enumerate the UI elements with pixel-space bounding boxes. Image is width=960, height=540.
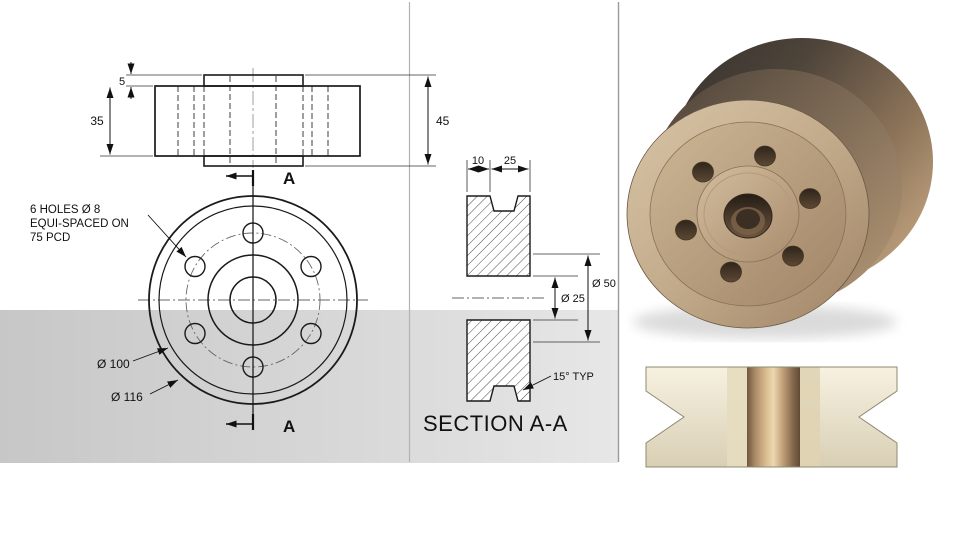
front-view: 5 35 45	[90, 62, 450, 168]
dim-d100-leader	[132, 347, 169, 362]
wheel-bore-depth	[736, 209, 760, 229]
wheel-bolt-holes	[675, 145, 821, 283]
cut-label-bottom: A	[283, 417, 295, 436]
front-body-outline	[154, 85, 361, 157]
bore-band	[747, 367, 800, 467]
dim-45: 45	[305, 74, 450, 167]
dim-35-label: 35	[90, 114, 104, 128]
cut-profile-outline	[645, 366, 898, 468]
dim-taper: 15° TYP	[522, 371, 594, 391]
holes-note-line1: 6 HOLES Ø 8	[30, 204, 100, 216]
dim-5-label: 5	[119, 76, 125, 88]
dim-10-25: 10 25	[466, 155, 531, 192]
holes-note-line3: 75 PCD	[30, 232, 70, 244]
dim-hub-label: Ø 50	[592, 278, 616, 290]
section-view: 10 25 Ø 25 Ø 50 15° TYP SECTION A-A	[423, 155, 616, 436]
section-render	[645, 366, 898, 468]
plan-view: A A 6 HOLES Ø 8 EQUI-SPACED ON 75 PCD Ø …	[30, 169, 368, 436]
front-top-boss	[203, 74, 304, 87]
holes-note-line2: EQUI-SPACED ON	[30, 218, 129, 230]
iso-render	[626, 38, 933, 339]
front-bottom-boss	[203, 155, 304, 167]
dim-hub: Ø 50	[533, 253, 616, 343]
dim-25-label: 25	[504, 155, 516, 167]
section-upper-half	[466, 195, 531, 277]
cut-label-top: A	[283, 169, 295, 188]
hub-wall-right	[800, 367, 820, 467]
dim-10-label: 10	[472, 155, 484, 167]
section-lower-half	[466, 319, 531, 402]
dim-bore: Ø 25	[533, 275, 585, 321]
holes-note: 6 HOLES Ø 8 EQUI-SPACED ON 75 PCD	[30, 204, 187, 258]
dim-d116-leader	[149, 379, 179, 395]
front-hidden-lines	[177, 76, 329, 166]
dim-5: 5	[119, 62, 202, 99]
hub-wall-left	[727, 367, 747, 467]
dim-35: 35	[90, 87, 153, 157]
dim-bore-label: Ø 25	[561, 293, 585, 305]
section-line-AA: A A	[226, 169, 295, 436]
section-caption: SECTION A-A	[423, 411, 568, 436]
dim-d100-label: Ø 100	[97, 357, 130, 371]
dim-45-label: 45	[436, 114, 450, 128]
holes-note-leader	[147, 214, 187, 258]
dim-d116: Ø 116	[111, 379, 179, 404]
wheel-hub-ring	[703, 172, 793, 256]
dim-taper-label: 15° TYP	[553, 371, 594, 383]
dim-d100: Ø 100	[97, 347, 169, 371]
dim-d116-label: Ø 116	[111, 390, 143, 404]
